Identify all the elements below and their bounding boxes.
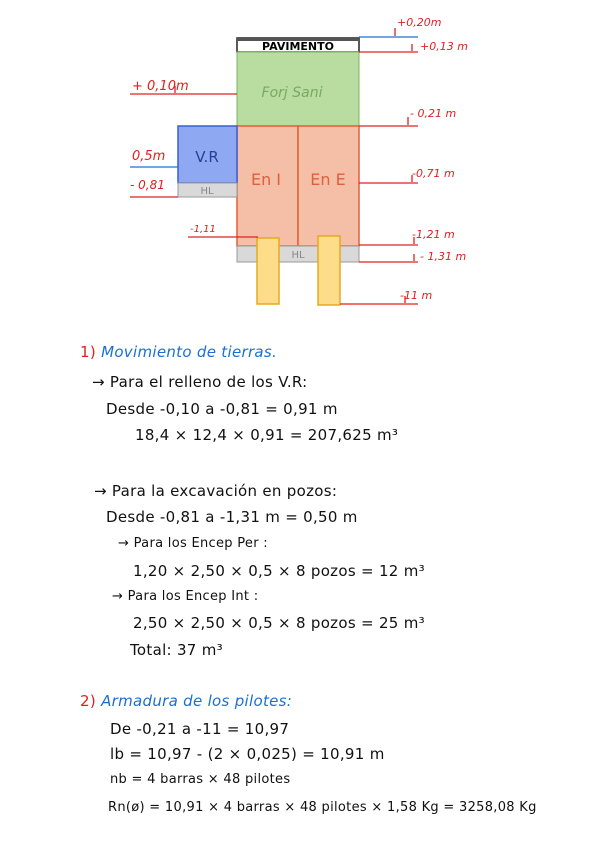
s1-line-2: Desde -0,10 a -0,81 = 0,91 m [106,400,338,418]
encepado-derecho [297,125,360,247]
section-2-heading: 2) Armadura de los pilotes: [80,692,292,710]
hormigon-limpieza-small [177,182,238,198]
s1-line-5: Desde -0,81 a -1,31 m = 0,50 m [106,508,358,526]
pavimento-label: PAVIMENTO [262,40,334,53]
s1-line-6: → Para los Encep Per : [118,536,268,551]
encepado-der-label: En E [310,170,345,189]
level-right-021: - 0,21 m [410,107,456,120]
level-left-111: -1,11 [190,224,216,235]
viga-riostra [177,125,238,184]
section-1-title: Movimiento de tierras. [101,343,278,361]
s2-line-2: lb = 10,97 - (2 × 0,025) = 10,91 m [110,745,385,763]
s1-line-10: Total: 37 m³ [130,641,223,659]
section-2-title: Armadura de los pilotes: [101,692,293,710]
hl-small-label: HL [200,186,214,197]
level-right-121: -1,21 m [412,228,455,241]
level-left-010: + 0,10m [132,79,189,94]
level-top-013: +0,13 m [420,40,468,53]
section-1-number: 1) [80,343,96,361]
forjado-label: Forj Sani [262,85,323,101]
pilote-izquierdo [256,237,280,305]
forjado-sanitario [236,51,360,127]
encepado-izq-label: En I [251,170,281,189]
s2-line-4: Rn(ø) = 10,91 × 4 barras × 48 pilotes × … [108,800,537,815]
level-left-081: - 0,81 [130,178,165,192]
s1-line-8: → Para los Encep Int : [112,589,259,604]
s1-line-9: 2,50 × 2,50 × 0,5 × 8 pozos = 25 m³ [133,614,425,632]
s2-line-3: nb = 4 barras × 48 pilotes [110,772,291,787]
level-right-071: -0,71 m [412,167,455,180]
level-right-131: - 1,31 m [420,250,466,263]
level-top-020: +0,20m [397,16,441,29]
section-2-number: 2) [80,692,96,710]
section-1-heading: 1) Movimiento de tierras. [80,343,277,361]
s1-line-3: 18,4 × 12,4 × 0,91 = 207,625 m³ [135,426,399,444]
section-diagram: PAVIMENTO Forj Sani En I En E V.R HL HL [130,16,468,306]
s2-line-1: De -0,21 a -11 = 10,97 [110,720,290,738]
level-lines [130,28,418,305]
pavimento-top-band [237,38,359,41]
level-left-05: 0,5m [132,149,165,164]
hl-bottom-label: HL [291,250,305,261]
level-right-11: -11 m [400,289,432,302]
s1-line-7: 1,20 × 2,50 × 0,5 × 8 pozos = 12 m³ [133,562,425,580]
pilote-derecho [317,235,341,306]
viga-riostra-label: V.R [195,148,219,166]
s1-line-4: → Para la excavación en pozos: [94,482,338,500]
s1-line-1: → Para el relleno de los V.R: [92,373,308,391]
